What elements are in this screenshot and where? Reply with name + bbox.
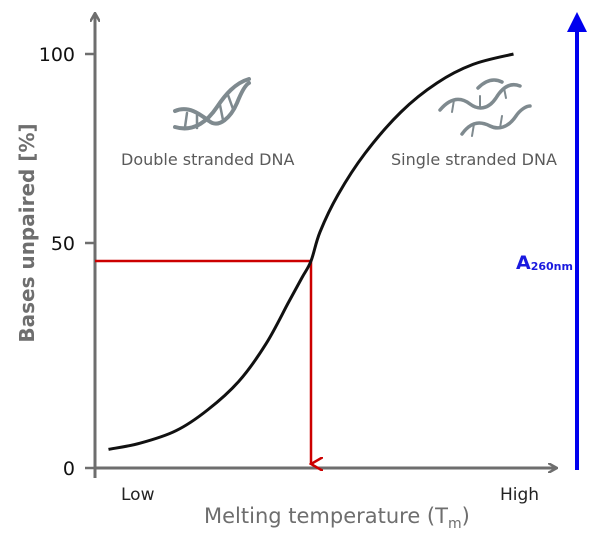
absorbance-label: A260nm [516, 252, 573, 274]
melting-curve-line [108, 52, 514, 451]
y-tick-label-100: 100 [39, 44, 75, 66]
absorbance-arrow-head [567, 12, 587, 32]
x-label-high: High [500, 485, 539, 505]
x-axis-title-subscript: m [448, 516, 462, 532]
annotation-single-stranded: Single stranded DNA [391, 150, 557, 169]
y-tick-label-50: 50 [51, 233, 75, 255]
x-axis-title-close: ) [462, 504, 470, 528]
absorbance-label-subscript: 260nm [531, 260, 573, 273]
x-axis-title-main: Melting temperature (T [204, 504, 448, 528]
separated-strands-icon [438, 78, 532, 137]
x-label-low: Low [121, 485, 155, 505]
annotation-double-stranded: Double stranded DNA [121, 150, 294, 169]
y-tick-label-0: 0 [63, 458, 75, 480]
absorbance-label-main: A [516, 252, 531, 274]
double-helix-icon [173, 77, 251, 131]
y-axis-title: Bases unpaired [%] [15, 123, 39, 342]
x-axis-title: Melting temperature (Tm) [204, 504, 470, 532]
